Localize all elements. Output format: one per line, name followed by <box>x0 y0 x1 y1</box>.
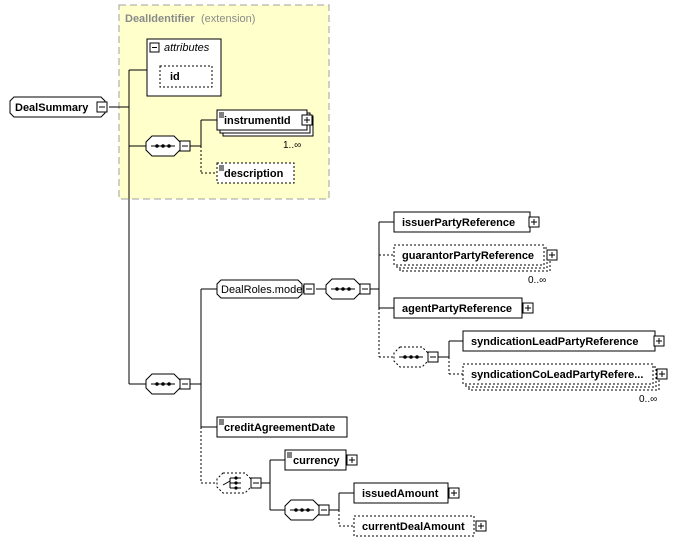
element-agent-party-reference[interactable]: agentPartyReference <box>393 297 534 319</box>
element-issuer-party-reference[interactable]: issuerPartyReference <box>393 211 540 233</box>
group-deal-roles-model-label: DealRoles.model <box>221 284 305 296</box>
element-instrument-id[interactable]: instrumentId 1..∞ <box>216 109 314 151</box>
element-credit-agreement-date[interactable]: creditAgreementDate <box>216 416 348 438</box>
attributes-label: attributes <box>164 42 210 54</box>
sequence-compositor-5[interactable] <box>284 499 330 521</box>
element-current-deal-amount-label: currentDealAmount <box>362 521 465 533</box>
element-syndication-lead-party-reference[interactable]: syndicationLeadPartyReference <box>462 330 665 352</box>
node-deal-summary-label: DealSummary <box>15 102 89 114</box>
element-issuer-party-reference-label: issuerPartyReference <box>402 217 515 229</box>
element-currency[interactable]: currency <box>284 449 358 471</box>
connector-lines <box>109 69 463 527</box>
sequence-compositor-2[interactable] <box>145 373 191 395</box>
element-instrument-id-label: instrumentId <box>224 115 291 127</box>
element-syndication-co-lead-party-reference-label: syndicationCoLeadPartyRefere... <box>471 369 643 381</box>
element-guarantor-party-reference-label: guarantorPartyReference <box>402 250 534 262</box>
element-guarantor-party-reference[interactable]: guarantorPartyReference 0..∞ <box>393 244 558 286</box>
element-description[interactable]: description <box>216 162 295 184</box>
extension-subtitle: (extension) <box>201 13 255 25</box>
element-syndication-co-lead-party-reference[interactable]: syndicationCoLeadPartyRefere... 0..∞ <box>462 363 668 405</box>
sequence-compositor-1[interactable] <box>145 135 191 157</box>
element-issued-amount-label: issuedAmount <box>362 488 439 500</box>
guarantor-party-reference-cardinality: 0..∞ <box>528 275 546 286</box>
sequence-compositor-3[interactable] <box>325 278 371 300</box>
element-description-label: description <box>224 168 284 180</box>
element-issued-amount[interactable]: issuedAmount <box>353 482 460 504</box>
element-agent-party-reference-label: agentPartyReference <box>402 303 512 315</box>
element-current-deal-amount[interactable]: currentDealAmount <box>353 515 487 537</box>
syndication-co-lead-party-reference-cardinality: 0..∞ <box>639 394 657 405</box>
sequence-compositor-4[interactable] <box>393 346 439 368</box>
element-currency-label: currency <box>293 455 340 467</box>
instrument-id-cardinality: 1..∞ <box>283 140 301 151</box>
attributes-group: attributes id <box>146 38 222 97</box>
node-deal-summary[interactable]: DealSummary <box>9 96 108 118</box>
group-deal-roles-model[interactable]: DealRoles.model <box>216 279 315 299</box>
attribute-id-label: id <box>170 71 180 83</box>
extension-title: DealIdentifier <box>125 13 195 25</box>
element-syndication-lead-party-reference-label: syndicationLeadPartyReference <box>471 336 639 348</box>
attribute-id[interactable] <box>159 65 213 88</box>
element-credit-agreement-date-label: creditAgreementDate <box>224 422 335 434</box>
choice-compositor[interactable] <box>216 472 262 494</box>
